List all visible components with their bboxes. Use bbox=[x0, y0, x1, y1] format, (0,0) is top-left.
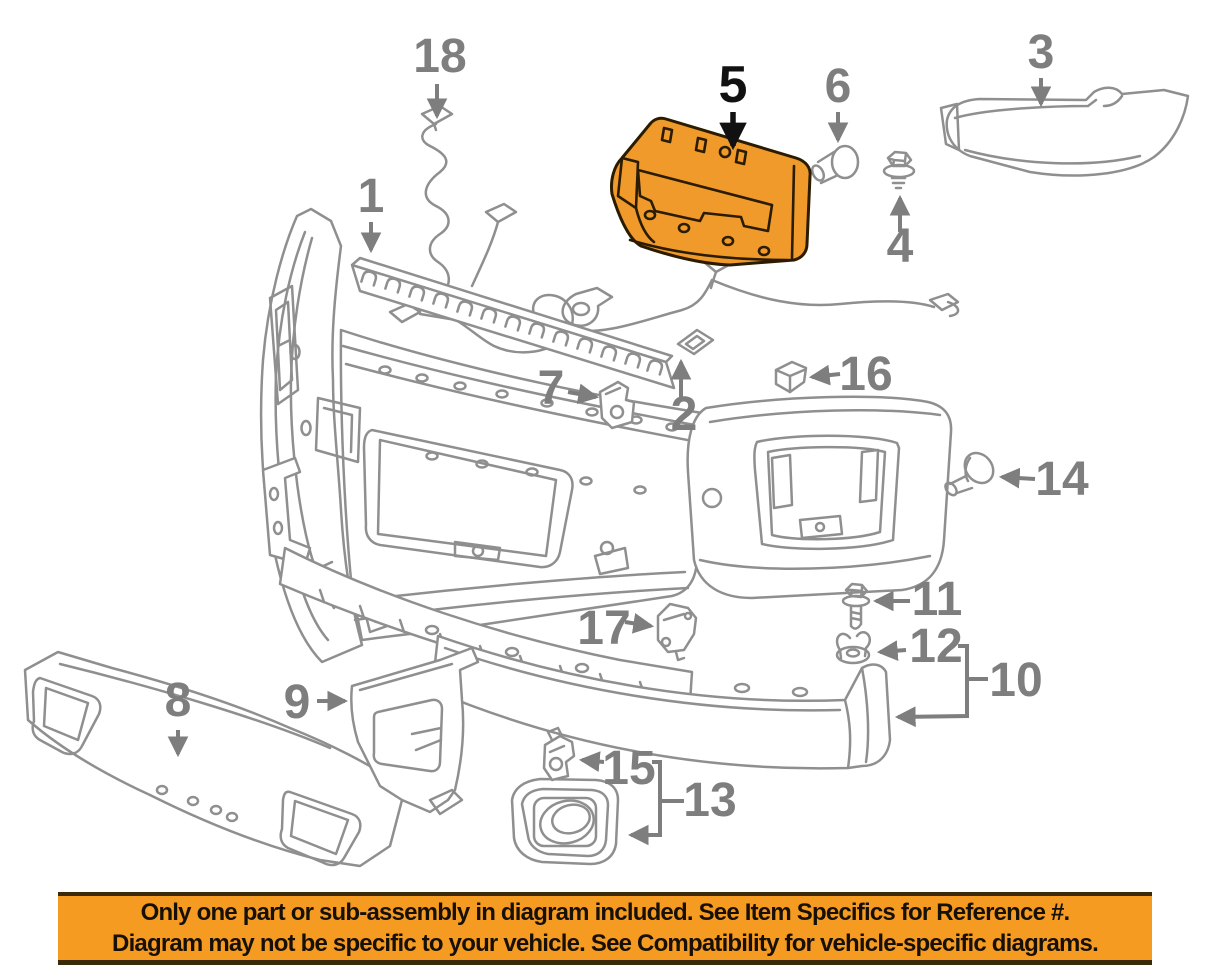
part-8-lower-deflector bbox=[23, 650, 404, 868]
callout-1-label: 1 bbox=[358, 170, 385, 223]
callout-5-label: 5 bbox=[719, 56, 748, 114]
callout-17-arrow bbox=[624, 613, 655, 634]
callout-8-label: 8 bbox=[165, 674, 192, 727]
part-5-air-deflector-highlighted bbox=[610, 116, 812, 267]
callout-18-label: 18 bbox=[413, 30, 466, 83]
part-1-step-pad bbox=[350, 256, 676, 390]
callout-12-label: 12 bbox=[909, 620, 962, 673]
part-9-fog-lamp-trim bbox=[350, 646, 480, 816]
callout-7-arrow bbox=[567, 383, 600, 405]
callout-6-label: 6 bbox=[825, 60, 852, 113]
part-2-clip bbox=[676, 328, 715, 356]
part-10-valance-panel bbox=[430, 634, 892, 770]
part-15-clip bbox=[542, 726, 576, 782]
part-7-bracket bbox=[598, 380, 636, 430]
part-13-fog-lamp-bezel bbox=[510, 777, 620, 866]
callout-4-label: 4 bbox=[887, 220, 914, 273]
callout-12-arrow bbox=[876, 640, 907, 662]
callout-labels: 18 1 5 6 4 3 7 2 16 14 11 12 10 17 8 9 1… bbox=[165, 26, 1089, 827]
disclaimer-banner: Only one part or sub-assembly in diagram… bbox=[58, 892, 1152, 965]
callout-7-label: 7 bbox=[538, 362, 565, 415]
callout-14-label: 14 bbox=[1035, 453, 1089, 506]
callout-14-arrow bbox=[998, 467, 1036, 489]
part-17-bracket bbox=[656, 602, 698, 662]
callout-2-label: 2 bbox=[671, 388, 698, 441]
part-4-screw bbox=[882, 150, 916, 190]
part-11-bolt bbox=[841, 582, 871, 630]
callout-15-label: 15 bbox=[602, 742, 655, 795]
callout-11-label: 11 bbox=[912, 573, 963, 626]
callout-17-label: 17 bbox=[577, 602, 630, 655]
callout-10-label: 10 bbox=[989, 654, 1042, 707]
callout-16-arrow bbox=[808, 364, 841, 386]
callout-9-label: 9 bbox=[284, 676, 311, 729]
callout-3-label: 3 bbox=[1028, 26, 1055, 79]
part-18-wiring-harness bbox=[388, 104, 960, 354]
part-14-rivet bbox=[944, 451, 995, 497]
part-12-retainer bbox=[835, 631, 872, 665]
part-6-rivet bbox=[810, 144, 860, 185]
disclaimer-line2: Diagram may not be specific to your vehi… bbox=[112, 930, 1099, 957]
callout-arrows bbox=[167, 78, 1052, 846]
callout-13-bracket bbox=[627, 760, 662, 846]
part-3-air-dam bbox=[939, 86, 1190, 177]
part-16-sensor-clip bbox=[774, 360, 808, 394]
callout-16-label: 16 bbox=[839, 348, 892, 401]
callout-13-label: 13 bbox=[683, 774, 736, 827]
bumper-right-end-cap bbox=[686, 395, 953, 600]
callout-15-arrow bbox=[578, 751, 605, 772]
disclaimer-line1: Only one part or sub-assembly in diagram… bbox=[140, 899, 1071, 926]
